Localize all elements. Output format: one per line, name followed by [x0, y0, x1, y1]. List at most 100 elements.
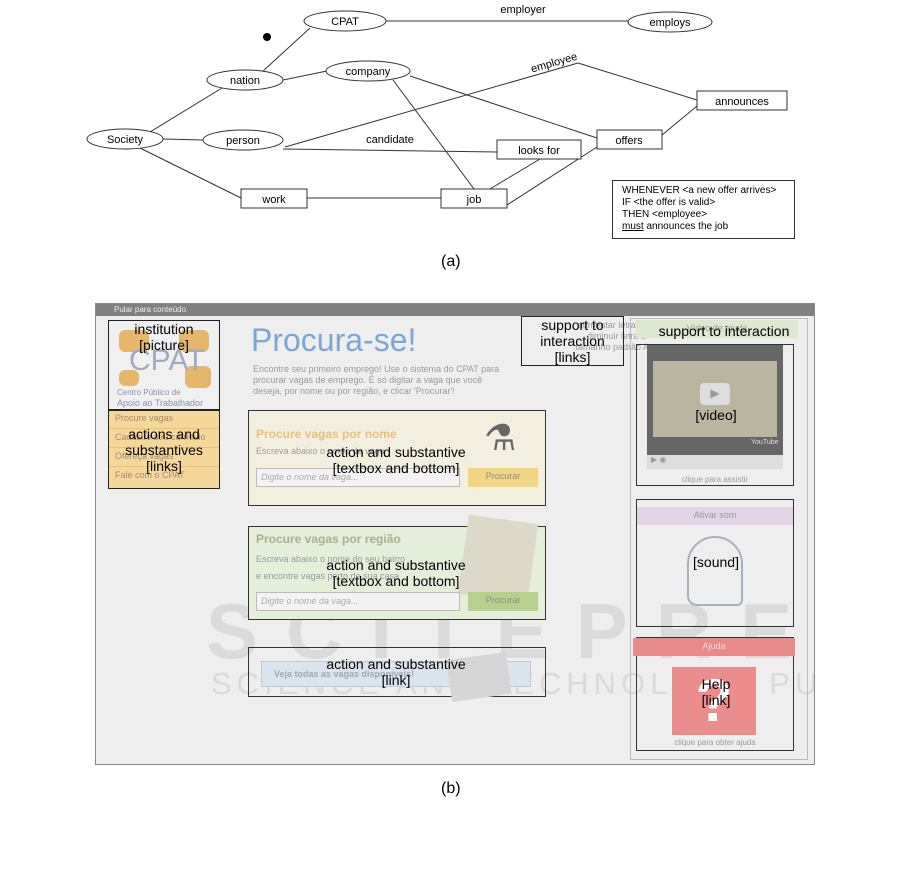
cardinality-dot — [263, 33, 271, 41]
logo-line: Centro Público de — [117, 388, 181, 397]
question-mark-icon[interactable]: ? — [672, 667, 756, 735]
svg-text:employer: employer — [500, 4, 546, 16]
logo[interactable]: CPAT Centro Público de Apoio ao Trabalha… — [109, 322, 219, 409]
search-region-button[interactable]: Procurar — [468, 592, 538, 611]
worker-desk-icon: ⚗ — [484, 417, 517, 458]
menu-item[interactable]: Procure vagas — [109, 410, 219, 429]
annotation-sound: [sound] — [693, 554, 739, 570]
svg-text:Society: Society — [107, 134, 144, 146]
node-nation — [206, 69, 284, 91]
svg-text:job: job — [466, 194, 482, 206]
sound-header: Ativar som — [637, 507, 793, 525]
all-jobs-panel: Veja todas as vagas disponíveis! — [248, 647, 546, 702]
panel-desc: e encontre vagas perto de sua casa — [256, 571, 400, 581]
node-announces — [696, 90, 788, 111]
svg-text:candidate: candidate — [366, 134, 414, 146]
play-icon[interactable]: ▶ — [700, 383, 730, 405]
side-menu: Procure vagas Cadastre seu currículo Ofe… — [109, 410, 219, 488]
video-controls[interactable]: ▶ ◉ — [647, 455, 783, 469]
svg-text:work: work — [261, 194, 286, 206]
rule-text: announces the job — [643, 221, 729, 232]
annotation-text: [textbox and bottom] — [332, 573, 460, 589]
intro-text: Encontre seu primeiro emprego! Use o sis… — [253, 364, 500, 396]
svg-text:person: person — [226, 135, 260, 147]
rule-box: WHENEVER <a new offer arrives> IF <the o… — [612, 180, 795, 239]
node-job — [440, 188, 508, 209]
job-name-input[interactable]: Digite o nome da vaga... — [256, 468, 460, 487]
svg-text:employee: employee — [530, 51, 579, 76]
node-work — [240, 188, 308, 209]
annotation-search-name: action and substantive[textbox and botto… — [296, 444, 496, 476]
sound-panel: Ativar som — [636, 499, 794, 627]
node-cpat — [303, 10, 387, 32]
decrease-font-link[interactable]: diminuir letra a- — [586, 331, 649, 341]
logo-shape — [179, 330, 209, 352]
svg-text:nation: nation — [230, 75, 260, 87]
node-employs — [627, 11, 713, 33]
caption-a: (a) — [441, 253, 461, 270]
annotation-text: actions and — [128, 426, 200, 442]
search-name-button[interactable]: Procurar — [468, 468, 538, 487]
page-title: Procura-se! — [251, 322, 417, 358]
help-caption: clique para obter ajuda — [674, 738, 756, 747]
search-by-region-panel: Procure vagas por região Escreva abaixo … — [248, 514, 546, 620]
node-person — [202, 129, 284, 151]
video-player[interactable]: ▶ YouTube — [647, 345, 783, 455]
logo-shape — [185, 366, 211, 388]
annotation-text: action and substantive — [326, 557, 466, 573]
panel-title: Procure vagas por região — [256, 532, 401, 546]
menu-item[interactable]: Fale com o CPAT — [115, 470, 185, 480]
node-society — [86, 128, 164, 150]
annotation-text: [link] — [701, 692, 731, 708]
help-header: Ajuda — [633, 638, 795, 656]
logo-shape — [119, 330, 149, 352]
video-caption: clique para assistir — [681, 475, 749, 484]
annotation-institution: institution[picture] — [108, 320, 220, 410]
logo-shape — [119, 370, 139, 386]
logo-line: Apoio ao Trabalhador — [117, 398, 204, 408]
speaker-head-icon[interactable] — [687, 536, 743, 606]
annotation-text: substantives — [125, 442, 203, 458]
annotation-text: action and substantive — [326, 444, 466, 460]
video-header: Vídeo de ajuda — [636, 320, 798, 338]
menu-item[interactable]: Ofereça vagas — [109, 448, 219, 467]
svg-text:employs: employs — [650, 17, 691, 29]
annotation-text: interaction — [540, 333, 605, 349]
annotation-text: action and substantive — [326, 656, 466, 672]
svg-text:company: company — [346, 66, 391, 78]
annotation-help: Help[link] — [676, 676, 756, 708]
help-panel: Ajuda ? clique para obter ajuda — [633, 637, 795, 751]
font-size-links: aumentar letra A+ diminuir letra a- tama… — [549, 320, 649, 353]
annotation-support: support to interaction — [658, 323, 790, 339]
annotation-text: [link] — [381, 672, 411, 688]
svg-text:offers: offers — [615, 135, 643, 147]
search-by-name-panel: Procure vagas por nome Escreva abaixo o … — [248, 410, 546, 506]
menu-item[interactable]: Cadastre seu currículo — [109, 429, 219, 448]
panel-desc: Escreva abaixo o nome do seu bairro — [256, 554, 406, 564]
annotation-text: support to — [541, 317, 604, 333]
default-font-link[interactable]: tamanho padrão A — [575, 342, 649, 352]
youtube-logo: YouTube — [751, 439, 779, 446]
rule-line: WHENEVER <a new offer arrives> — [622, 185, 777, 196]
skip-link[interactable]: Pular para conteúdo — [96, 304, 814, 316]
region-input[interactable]: Digite o nome da vaga... — [256, 592, 460, 611]
svg-text:announces: announces — [715, 96, 769, 108]
panel-desc: Escreva abaixo o nome da vaga — [256, 446, 385, 456]
rule-must: must — [622, 221, 644, 232]
video-panel: ▶ YouTube ▶ ◉ clique para assistir — [636, 344, 794, 486]
rule-line: must announces the job — [622, 221, 794, 233]
annotation-text: institution — [134, 321, 194, 337]
right-column: Vídeo de ajuda ▶ YouTube ▶ ◉ clique para… — [630, 318, 808, 760]
node-looks-for — [496, 139, 582, 160]
panel-title: Procure vagas por nome — [256, 427, 397, 441]
node-company — [325, 60, 411, 82]
svg-text:looks for: looks for — [518, 145, 560, 157]
svg-text:CPAT: CPAT — [331, 16, 359, 28]
annotation-video: [video] — [695, 407, 737, 423]
annotation-search-region: action and substantive[textbox and botto… — [296, 557, 496, 589]
node-offers — [596, 129, 663, 150]
increase-font-link[interactable]: aumentar letra A+ — [577, 320, 649, 330]
logo-text: CPAT — [129, 344, 205, 377]
